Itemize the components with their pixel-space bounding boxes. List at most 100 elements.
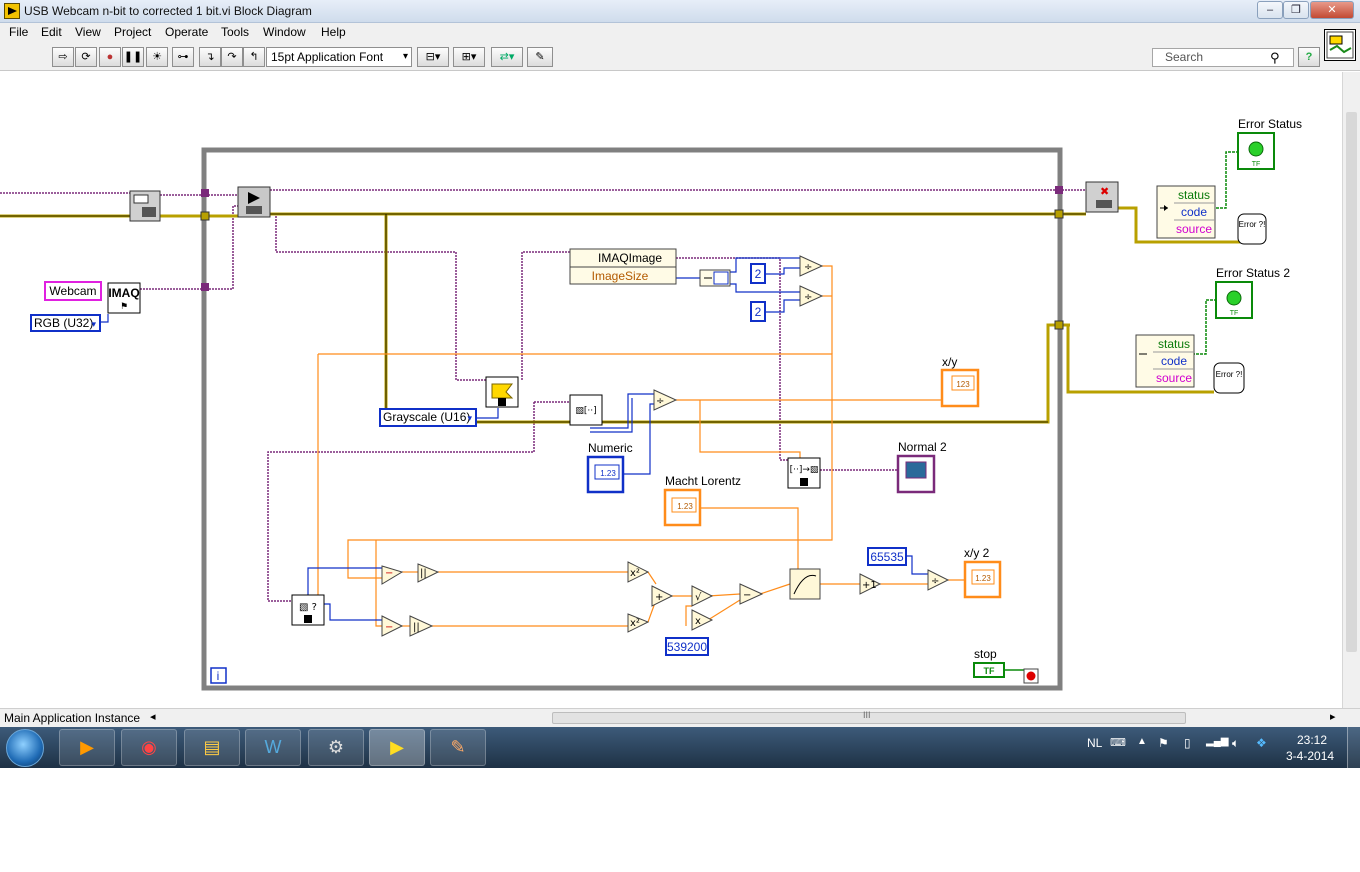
- abort-icon[interactable]: ●: [99, 47, 121, 67]
- align-objects-icon[interactable]: ⊟▾: [417, 47, 449, 67]
- vi-connector-icon[interactable]: [1324, 29, 1356, 61]
- property-node-imagesize[interactable]: ImageSize: [592, 269, 649, 283]
- numeric-term-text: 1.23: [600, 469, 616, 478]
- menu-tools[interactable]: Tools: [221, 25, 250, 39]
- svg-text:+1: +1: [862, 580, 877, 591]
- svg-text:▾: ▾: [91, 319, 96, 329]
- search-input[interactable]: Search: [1152, 48, 1294, 67]
- steam-icon[interactable]: ⚙: [308, 729, 364, 766]
- source-2: source: [1156, 371, 1192, 385]
- clock-time[interactable]: 23:12: [1297, 733, 1328, 747]
- menu-project[interactable]: Project: [114, 25, 152, 39]
- font-select[interactable]: 15pt Application Font: [266, 47, 412, 67]
- media-player-icon[interactable]: ▶: [59, 729, 115, 766]
- svg-text:▾: ▾: [467, 413, 472, 423]
- dropbox-icon[interactable]: ❖: [1256, 736, 1267, 750]
- horizontal-scrollbar[interactable]: III: [552, 710, 1186, 724]
- vertical-scroll-thumb[interactable]: [1346, 112, 1357, 652]
- menu-help[interactable]: Help: [321, 25, 346, 39]
- imaqimage-property-node: [569, 248, 677, 285]
- block-diagram-canvas[interactable]: IMAQ ⚑ Webcam RGB (U32) ▾ IMAQImage Imag…: [0, 72, 1342, 708]
- close-button[interactable]: ✕: [1310, 1, 1354, 19]
- stop-label: stop: [974, 647, 997, 661]
- reorder-icon[interactable]: ⇄▾: [491, 47, 523, 67]
- error-status2-label: Error Status 2: [1216, 266, 1290, 280]
- menu-operate[interactable]: Operate: [165, 25, 209, 39]
- maximize-button[interactable]: ❐: [1283, 1, 1309, 19]
- distribute-objects-icon[interactable]: ⊞▾: [453, 47, 485, 67]
- xy2-label: x/y 2: [964, 546, 990, 560]
- svg-text:−: −: [385, 622, 393, 633]
- chrome-icon[interactable]: ◉: [121, 729, 177, 766]
- iteration-label: i: [217, 669, 220, 683]
- keyboard-icon[interactable]: ⌨: [1110, 737, 1126, 749]
- rgb-u32-enum[interactable]: RGB (U32): [34, 316, 93, 330]
- battery-icon[interactable]: ▯: [1184, 736, 1191, 750]
- const-65535[interactable]: 65535: [870, 550, 904, 564]
- help-button[interactable]: ?: [1298, 47, 1320, 67]
- svg-text:x²: x²: [630, 618, 640, 629]
- svg-text:x: x: [695, 616, 701, 627]
- volume-icon[interactable]: 🔈︎: [1232, 736, 1240, 750]
- menu-edit[interactable]: Edit: [41, 25, 62, 39]
- error-glyph-1: Error ?!: [1239, 220, 1266, 229]
- labview-app-icon[interactable]: [4, 3, 20, 19]
- svg-text:−: −: [743, 590, 751, 601]
- highlight-execution-icon[interactable]: ☀: [146, 47, 168, 67]
- svg-text:÷: ÷: [931, 576, 939, 587]
- application-instance-label[interactable]: Main Application Instance: [4, 711, 141, 725]
- word-icon[interactable]: W: [245, 729, 301, 766]
- step-into-icon[interactable]: ↴: [199, 47, 221, 67]
- step-out-icon[interactable]: ↰: [243, 47, 265, 67]
- labview-icon[interactable]: ▶: [369, 729, 425, 766]
- status-bar: Main Application Instance ◂ III ▸: [0, 708, 1360, 727]
- status-2: status: [1158, 337, 1190, 351]
- svg-text:+: +: [655, 592, 663, 603]
- imaq-create-node: [107, 282, 141, 314]
- run-arrow-icon[interactable]: ⇨: [52, 47, 74, 67]
- search-icon[interactable]: ⚲: [1270, 50, 1280, 65]
- const-2-a[interactable]: 2: [755, 267, 762, 281]
- menu-view[interactable]: View: [75, 25, 101, 39]
- iteration-terminal: [210, 667, 227, 684]
- clock-date[interactable]: 3-4-2014: [1286, 749, 1335, 763]
- step-over-icon[interactable]: ↷: [221, 47, 243, 67]
- svg-text:[··]→▧: [··]→▧: [790, 465, 819, 475]
- action-center-flag-icon[interactable]: ⚑: [1158, 736, 1169, 750]
- context-arrow-icon[interactable]: ◂: [150, 711, 156, 723]
- svg-text:||: ||: [413, 622, 420, 633]
- xy-label: x/y: [942, 355, 957, 369]
- macht-term-text: 1.23: [677, 502, 693, 511]
- minimize-button[interactable]: –: [1257, 1, 1283, 19]
- show-hidden-icons[interactable]: ▲: [1137, 736, 1147, 747]
- language-indicator[interactable]: NL: [1087, 736, 1103, 750]
- show-desktop-button[interactable]: [1347, 727, 1360, 768]
- error-status2-tf: TF: [1230, 310, 1239, 317]
- menu-file[interactable]: File: [9, 25, 29, 39]
- network-signal-icon[interactable]: ▂▄▆: [1206, 736, 1229, 747]
- imaq-open-camera-node: [129, 190, 161, 222]
- paint-icon[interactable]: ✎: [430, 729, 486, 766]
- vertical-scrollbar[interactable]: [1342, 72, 1360, 708]
- menu-window[interactable]: Window: [263, 25, 306, 39]
- start-button[interactable]: [6, 729, 44, 767]
- simple-error-handler-1: [1237, 213, 1267, 245]
- property-node-class: IMAQImage: [598, 251, 662, 265]
- svg-text:▧ ?: ▧ ?: [299, 602, 317, 613]
- numeric-wires: [317, 265, 966, 627]
- const-2-b[interactable]: 2: [755, 305, 762, 319]
- run-continuous-icon[interactable]: ⟳: [75, 47, 97, 67]
- svg-text:√: √: [695, 592, 702, 603]
- xy2-term-text: 1.23: [975, 574, 991, 583]
- explorer-icon[interactable]: ▤: [184, 729, 240, 766]
- const-539200[interactable]: 539200: [667, 640, 707, 654]
- grayscale-u16-enum[interactable]: Grayscale (U16): [383, 410, 470, 424]
- svg-text:x²: x²: [630, 568, 640, 579]
- scroll-right-icon[interactable]: ▸: [1330, 711, 1336, 723]
- clean-up-diagram-icon[interactable]: ✎: [527, 47, 553, 67]
- pause-icon[interactable]: ❚❚: [122, 47, 144, 67]
- webcam-string-constant[interactable]: Webcam: [49, 284, 96, 298]
- svg-text:▧[··]: ▧[··]: [575, 406, 596, 416]
- imaq-start-node: [237, 186, 271, 218]
- retain-wire-values-icon[interactable]: ⊶: [172, 47, 194, 67]
